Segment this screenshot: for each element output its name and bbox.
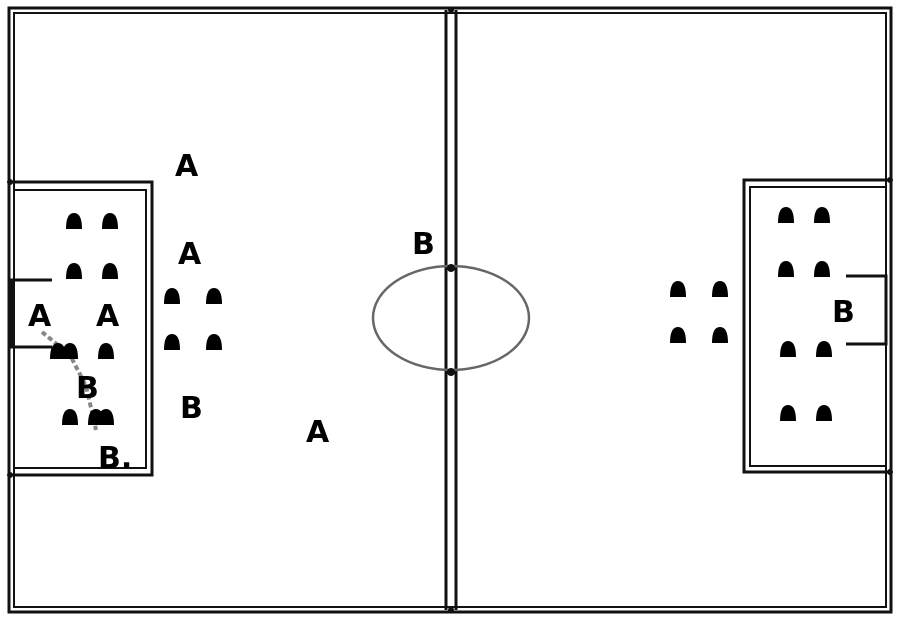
cone-marker [670, 327, 686, 343]
player-label-b-5: B [832, 295, 855, 330]
player-label-a-1: A [175, 149, 199, 184]
center-circle [371, 264, 531, 372]
left-box-top-marker [7, 179, 13, 185]
right-penalty-area [742, 178, 890, 474]
cone-marker [66, 263, 82, 279]
cone-marker [206, 334, 222, 350]
right-goal [846, 274, 888, 346]
cone-marker [712, 327, 728, 343]
player-label-a-5: A [306, 415, 330, 450]
cone-marker [670, 281, 686, 297]
center-circle-top-dot [447, 264, 455, 272]
pitch-inner-boundary [13, 12, 887, 608]
cone-marker [98, 343, 114, 359]
left-penalty-area [10, 180, 154, 477]
player-label-b-2: B [180, 391, 203, 426]
cone-marker [712, 281, 728, 297]
center-circle-bottom-dot [447, 368, 455, 376]
cone-marker [62, 343, 78, 359]
cone-marker [102, 213, 118, 229]
player-label-a-3: A [28, 299, 52, 334]
player-label-b-4: B [412, 227, 435, 262]
player-label-a-4: A [96, 299, 120, 334]
cone-marker [50, 343, 66, 359]
left-penalty-area-inner [14, 189, 147, 469]
cone-marker [102, 263, 118, 279]
cone-marker [164, 334, 180, 350]
cone-marker [780, 405, 796, 421]
right-box-bottom-marker [887, 469, 893, 475]
cone-marker [814, 207, 830, 223]
cone-marker [88, 409, 104, 425]
pitch-outer-boundary [7, 6, 893, 614]
right-penalty-area-inner [749, 186, 886, 467]
halfway-top-marker [448, 7, 454, 13]
left-box-bottom-marker [7, 472, 13, 478]
cone-marker [206, 288, 222, 304]
cone-marker [66, 213, 82, 229]
cone-marker [816, 341, 832, 357]
right-box-top-marker [887, 177, 893, 183]
player-label-b-1: B [76, 371, 99, 406]
cone-marker [778, 261, 794, 277]
cone-marker [164, 288, 180, 304]
cone-marker [814, 261, 830, 277]
cone-marker [780, 341, 796, 357]
left-goal [10, 278, 52, 349]
player-label-b-3: B. [98, 441, 132, 476]
cones-group [50, 207, 832, 425]
cone-marker [62, 409, 78, 425]
player-label-a-2: A [178, 237, 202, 272]
cone-marker [816, 405, 832, 421]
halfway-bottom-marker [448, 607, 454, 613]
cone-marker [778, 207, 794, 223]
